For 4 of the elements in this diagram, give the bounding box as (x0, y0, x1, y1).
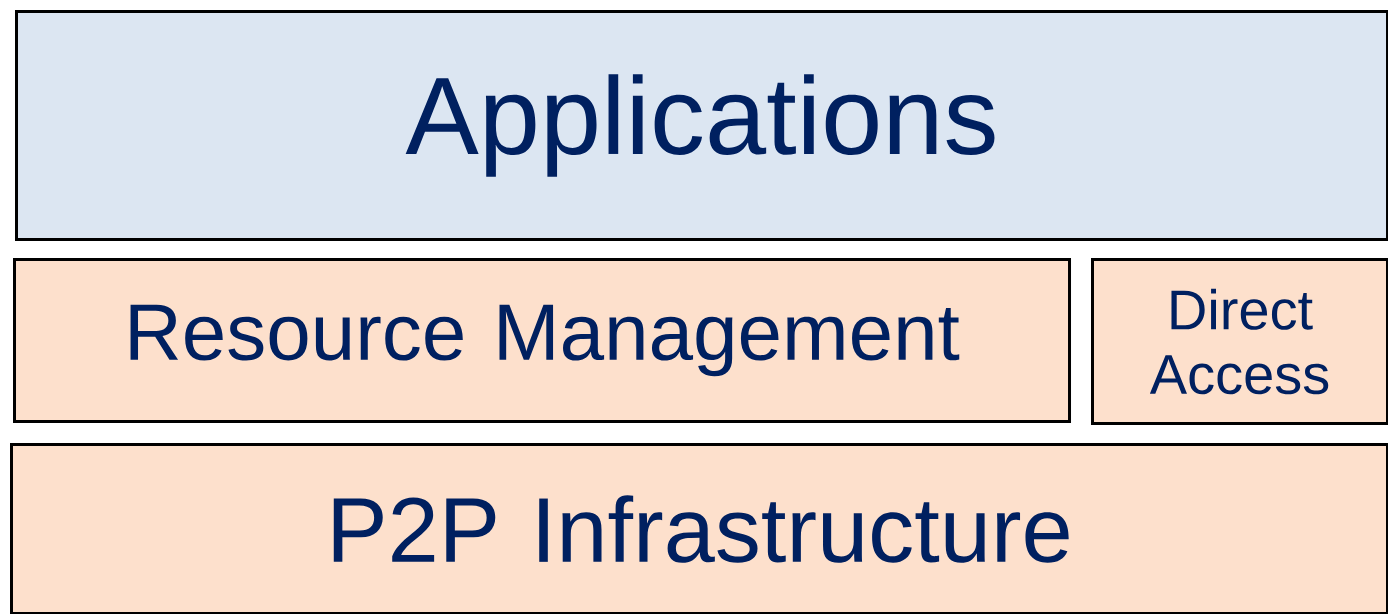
layer-box: Direct Access (1091, 258, 1388, 425)
layer-box: P2P Infrastructure (10, 443, 1388, 614)
layer-box: Resource Management (13, 258, 1071, 423)
layer-box: Applications (15, 10, 1388, 241)
